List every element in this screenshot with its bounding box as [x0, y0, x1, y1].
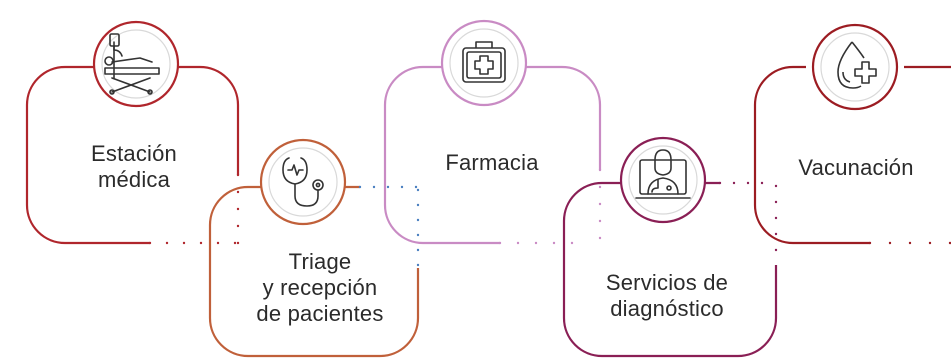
label-estacion-line-2: médica: [97, 167, 171, 192]
label-estacion-line-1: Estación: [91, 141, 177, 166]
label-triage-line-2: y recepción: [262, 275, 378, 300]
blood-drop-plus-icon: [837, 41, 877, 89]
dotted-connectors: [148, 168, 951, 270]
label-farmacia: Farmacia: [400, 150, 584, 176]
label-diagnostico-line-2: diagnóstico: [610, 296, 724, 321]
frame-vacunacion: [753, 65, 951, 245]
label-triage: Triage y recepción de pacientes: [232, 249, 408, 327]
doctor-monitor-icon: [635, 149, 691, 199]
label-diagnostico-line-1: Servicios de: [605, 270, 729, 295]
badge-farmacia: [440, 19, 528, 107]
badge-triage: [259, 138, 347, 226]
first-aid-kit-icon: [462, 41, 506, 83]
label-diagnostico: Servicios de diagnóstico: [575, 270, 759, 322]
label-estacion: Estación médica: [45, 141, 223, 193]
label-vacunacion: Vacunación: [766, 155, 946, 181]
label-triage-line-3: de pacientes: [256, 301, 384, 326]
frame-farmacia: [383, 65, 602, 245]
label-vacunacion-line-1: Vacunación: [798, 155, 914, 180]
hospital-bed-iv-icon: [104, 33, 160, 95]
badge-diagnostico: [619, 136, 707, 224]
badge-vacunacion: [811, 23, 899, 111]
label-triage-line-1: Triage: [288, 249, 352, 274]
label-farmacia-line-1: Farmacia: [445, 150, 539, 175]
badge-estacion: [92, 20, 180, 108]
stethoscope-icon: [282, 157, 324, 207]
frame-estacion: [25, 65, 240, 245]
